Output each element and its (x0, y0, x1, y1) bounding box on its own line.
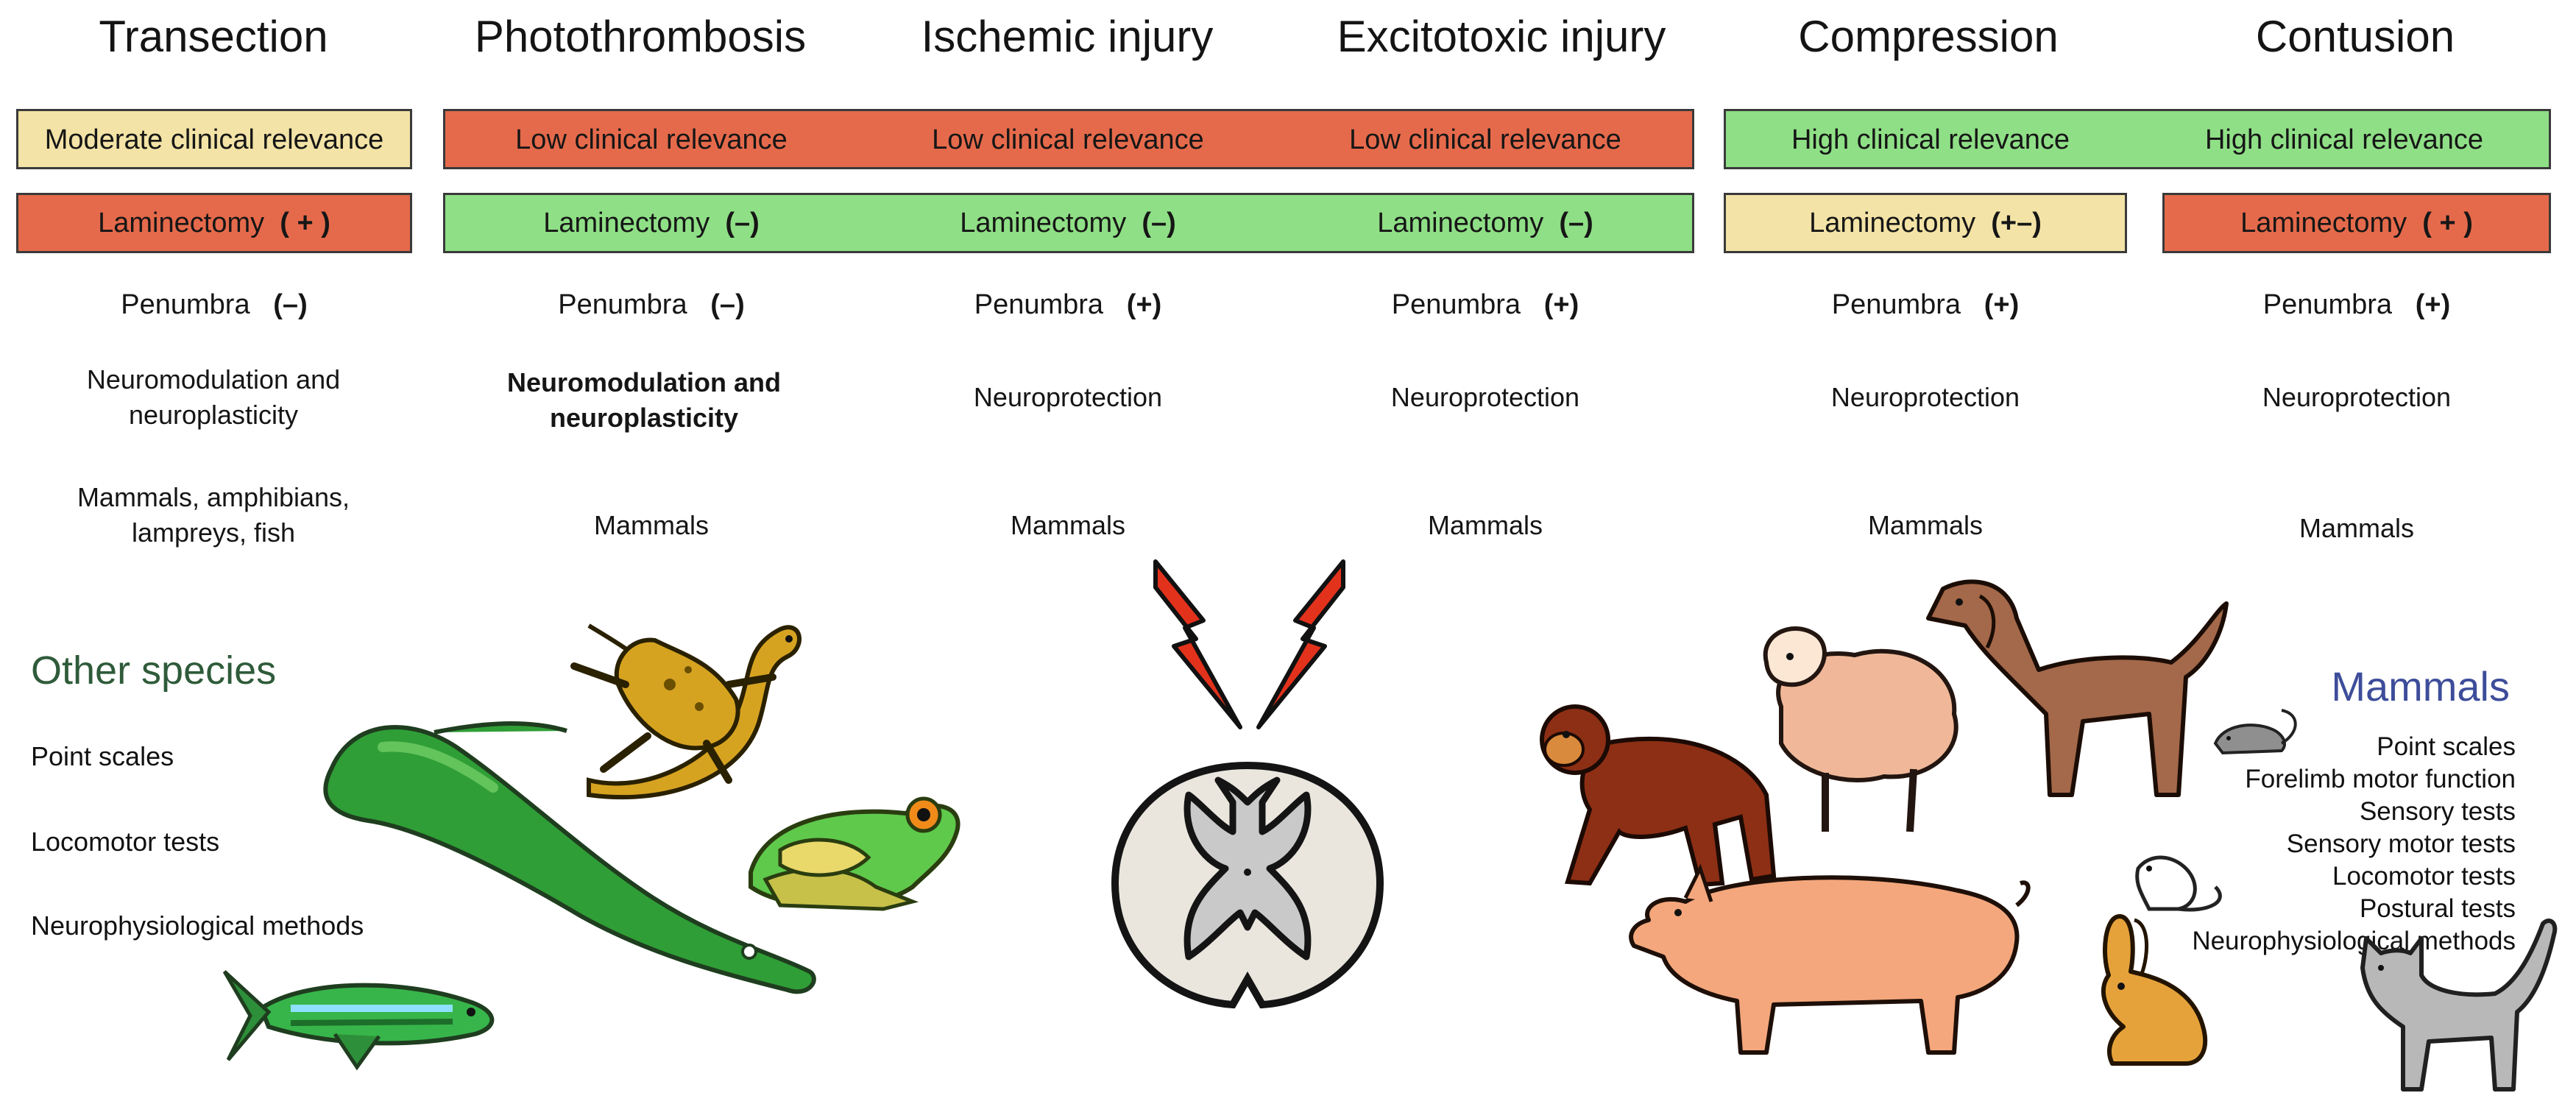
species-ischemic: Mammals (1010, 510, 1125, 540)
approach-excitotoxic: Neuroprotection (1390, 382, 1580, 412)
mammals-item: Sensory tests (2359, 797, 2516, 826)
relevance-band-high (1724, 109, 2551, 169)
mammals-item: Sensory motor tests (2286, 829, 2516, 858)
laminectomy-band-photo-isch-excito (443, 193, 1694, 253)
species-compression: Mammals (1867, 510, 1983, 540)
penumbra-sign: (+) (1984, 289, 2020, 320)
relevance-label-transection: Moderate clinical relevance (44, 124, 384, 155)
column-header-photothrombosis: Photothrombosis (474, 12, 807, 61)
approach-photothrombosis: Neuromodulation and neuroplasticity (507, 367, 781, 433)
mammals-item: Neurophysiological methods (2192, 927, 2516, 955)
relevance-label-compression: High clinical relevance (1791, 124, 2070, 155)
sheep-icon (1763, 626, 1958, 832)
column-header-ischemic-injury: Ischemic injury (921, 12, 1214, 61)
dog-icon (1926, 579, 2229, 797)
cat-icon (2360, 919, 2558, 1092)
column-header-contusion: Contusion (2255, 12, 2455, 61)
approach-compression: Neuroprotection (1830, 382, 2020, 412)
approach-ischemic: Neuroprotection (973, 382, 1163, 412)
species-transection: Mammals, amphibians, lampreys, fish (77, 482, 350, 548)
relevance-label-ischemic: Low clinical relevance (932, 124, 1204, 155)
laminectomy-label: Laminectomy (1377, 208, 1544, 238)
monkey-icon (1540, 704, 1777, 888)
laminectomy-sign: ( + ) (280, 208, 330, 238)
penumbra-sign: (+) (2415, 289, 2451, 320)
laminectomy-band-compression (1724, 193, 2127, 253)
laminectomy-band-contusion (2162, 193, 2551, 253)
laminectomy-label: Laminectomy (2240, 208, 2407, 238)
penumbra-label: Penumbra (2262, 289, 2393, 320)
approach-transection: Neuromodulation and neuroplasticity (86, 364, 341, 430)
column-header-compression: Compression (1798, 12, 2059, 61)
penumbra-sign: (–) (273, 289, 308, 320)
relevance-label-excitotoxic: Low clinical relevance (1349, 124, 1621, 155)
species-photothrombosis: Mammals (593, 510, 709, 540)
laminectomy-sign: (–) (725, 208, 760, 238)
other-species-item: Locomotor tests (31, 827, 220, 857)
laminectomy-band-transection (16, 193, 412, 253)
laminectomy-label: Laminectomy (98, 208, 265, 238)
penumbra-compression: Penumbra (+) (1724, 289, 2127, 321)
laminectomy-sign: ( + ) (2422, 208, 2473, 238)
penumbra-transection: Penumbra (–) (16, 289, 412, 321)
species-excitotoxic: Mammals (1427, 510, 1543, 540)
approach-contusion: Neuroprotection (2262, 382, 2452, 412)
mammals-item: Forelimb motor function (2245, 765, 2516, 793)
relevance-label-photothrombosis: Low clinical relevance (515, 124, 788, 155)
laminectomy-photothrombosis: Laminectomy (–) (443, 207, 860, 239)
mammals-title: Mammals (2331, 663, 2510, 710)
penumbra-contusion: Penumbra (+) (2162, 289, 2551, 321)
zebrafish-icon (222, 970, 495, 1071)
relevance-band-moderate (16, 109, 412, 169)
frog-icon (749, 796, 960, 911)
penumbra-sign: (–) (710, 289, 745, 320)
salamander-icon (570, 623, 802, 800)
mammals-item: Locomotor tests (2332, 862, 2516, 891)
laminectomy-transection: Laminectomy ( + ) (16, 207, 412, 239)
laminectomy-label: Laminectomy (543, 208, 710, 238)
column-header-transection: Transection (99, 12, 328, 61)
laminectomy-compression: Laminectomy (+–) (1724, 207, 2127, 239)
pig-icon (1629, 863, 2031, 1055)
penumbra-sign: (+) (1543, 289, 1579, 320)
penumbra-label: Penumbra (121, 289, 250, 320)
penumbra-label: Penumbra (974, 289, 1104, 320)
penumbra-excitotoxic: Penumbra (+) (1276, 289, 1694, 321)
mouse-icon (2135, 855, 2222, 912)
rat-icon (2213, 709, 2297, 755)
laminectomy-sign: (–) (1142, 208, 1176, 238)
laminectomy-ischemic: Laminectomy (–) (860, 207, 1276, 239)
laminectomy-contusion: Laminectomy ( + ) (2162, 207, 2551, 239)
laminectomy-sign: (+–) (1991, 208, 2042, 238)
column-header-excitotoxic-injury: Excitotoxic injury (1337, 12, 1666, 61)
penumbra-label: Penumbra (1391, 289, 1521, 320)
spinal-cord-icon (1111, 761, 1384, 1009)
relevance-band-low (443, 109, 1694, 169)
other-species-item: Neurophysiological methods (31, 910, 364, 941)
laminectomy-sign: (–) (1559, 208, 1593, 238)
mammals-item: Point scales (2377, 732, 2516, 761)
penumbra-label: Penumbra (558, 289, 687, 320)
other-species-title: Other species (31, 648, 277, 693)
laminectomy-label: Laminectomy (1809, 208, 1976, 238)
penumbra-sign: (+) (1126, 289, 1162, 320)
penumbra-ischemic: Penumbra (+) (860, 289, 1276, 321)
eel-icon (323, 721, 816, 994)
penumbra-label: Penumbra (1831, 289, 1961, 320)
other-species-item: Point scales (31, 741, 174, 771)
laminectomy-label: Laminectomy (960, 208, 1127, 238)
relevance-label-contusion: High clinical relevance (2204, 124, 2484, 155)
penumbra-photothrombosis: Penumbra (–) (443, 289, 860, 321)
lightning-bolt-icon (1153, 559, 1242, 729)
laminectomy-excitotoxic: Laminectomy (–) (1276, 207, 1694, 239)
species-contusion: Mammals (2299, 513, 2414, 543)
mammals-item: Postural tests (2359, 894, 2516, 923)
rabbit-icon (2101, 914, 2208, 1066)
lightning-bolt-icon (1256, 559, 1345, 729)
